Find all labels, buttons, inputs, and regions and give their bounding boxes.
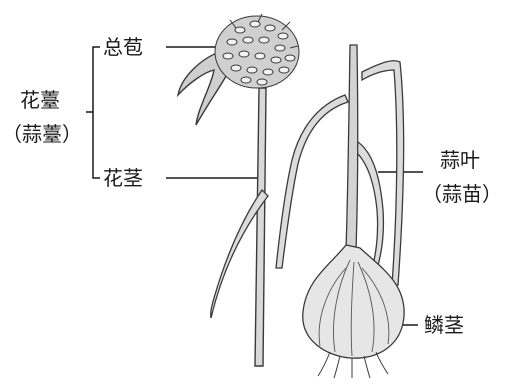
label-umbel: 总苞 xyxy=(103,37,143,57)
scape-bracket xyxy=(93,47,100,178)
label-scape: 花薹 xyxy=(20,90,60,110)
bulb xyxy=(303,245,404,378)
label-flower-stem: 花茎 xyxy=(103,168,143,188)
umbel-head xyxy=(215,14,299,88)
label-scape-alt: （蒜薹） xyxy=(2,124,82,144)
label-bulb: 鳞茎 xyxy=(424,315,464,335)
garlic-stalk xyxy=(346,45,358,250)
leaf-right xyxy=(362,61,404,285)
leaf-arch xyxy=(276,95,348,268)
label-leaf: 蒜叶 xyxy=(440,150,480,170)
label-leaf-alt: （蒜苗） xyxy=(422,184,502,204)
